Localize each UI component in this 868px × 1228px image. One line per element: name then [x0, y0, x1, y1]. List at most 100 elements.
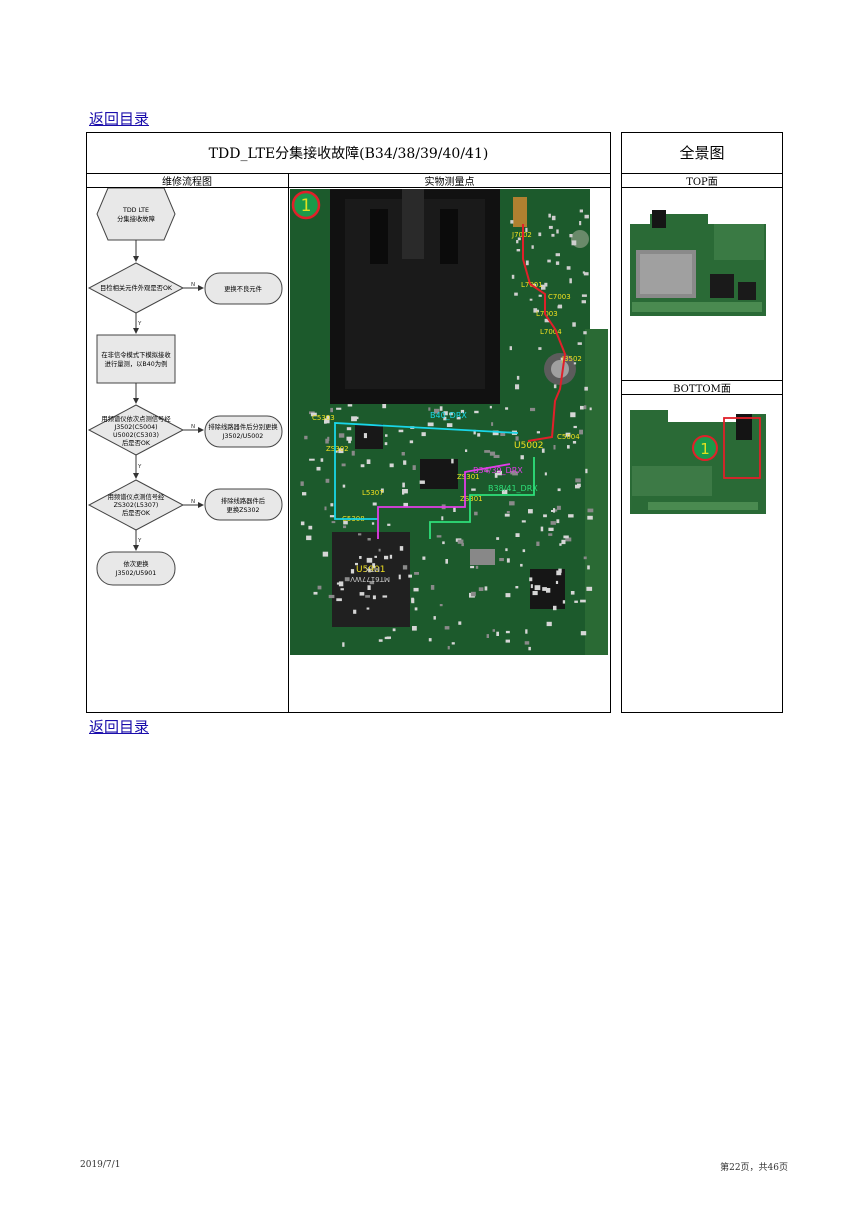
pcb-component [304, 435, 308, 440]
pcb-component [380, 488, 384, 493]
pcb-component [563, 535, 569, 539]
pcb-component [500, 432, 506, 436]
pcb-component [300, 521, 305, 526]
pcb-component [582, 271, 585, 274]
pcb-component [365, 595, 370, 598]
pcb-component [367, 538, 371, 541]
pcb-component [515, 384, 520, 390]
pcb-component [553, 384, 557, 389]
process-simulate-rx [96, 334, 176, 384]
d2-text-2: J3502(C5004) [113, 424, 157, 431]
pcb-component [399, 546, 404, 551]
pcb-component [522, 549, 526, 553]
pcb-component [567, 445, 570, 449]
pcb-component [368, 568, 371, 573]
pcb-component [348, 440, 351, 444]
pcb-component [530, 407, 536, 412]
pcb-component [566, 266, 571, 270]
pcb-component [338, 581, 344, 587]
label-y-1: Y [137, 321, 142, 327]
pcb-component [509, 346, 512, 351]
pcb-component [411, 598, 415, 604]
table-title: TDD_LTE分集接收故障(B34/38/39/40/41) [208, 145, 489, 162]
pcb-component [366, 607, 370, 610]
pcb-component [398, 574, 401, 580]
pcb-component [505, 639, 510, 643]
pcb-component [544, 472, 547, 476]
pcb-component [330, 503, 334, 507]
start-text-1: TDD LTE [122, 207, 149, 214]
pcb-component [561, 539, 566, 545]
pcb-component [326, 415, 330, 420]
pcb-component [338, 448, 344, 454]
pcb-component [340, 588, 344, 591]
pcb-component [579, 429, 583, 435]
pcb-component [309, 458, 315, 461]
pcb-component [484, 450, 491, 453]
label-c5004: C5004 [557, 433, 580, 441]
pcb-component [501, 489, 508, 494]
pcb-component [575, 484, 580, 489]
bottom-marker-icon [692, 435, 718, 461]
pcb-component [378, 548, 381, 552]
d1-no-text: 更换不良元件 [224, 284, 262, 293]
pcb-component [581, 300, 586, 304]
bottom-side-label: BOTTOM面 [673, 383, 731, 395]
trace-b34-path [377, 463, 511, 539]
pcb-component [401, 452, 405, 456]
pcb-component [460, 409, 465, 413]
pcb-component [306, 535, 312, 541]
pcb-component [543, 514, 547, 518]
p1-text-2: 进行量测，以B40为例 [105, 359, 168, 368]
start-hexagon [96, 188, 176, 241]
pcb-component [496, 537, 500, 540]
pcb-component [343, 520, 348, 525]
pcb-component [300, 481, 304, 486]
pcb-component [461, 542, 464, 547]
pcb-component [347, 404, 353, 407]
bottom-side-board-image: 1 [630, 410, 766, 514]
pcb-component [338, 433, 345, 438]
pcb-component [515, 533, 520, 537]
pcb-component [556, 570, 562, 576]
replace-j3502-u5002-terminal [204, 415, 283, 448]
back-to-toc-link-bottom[interactable]: 返回目录 [89, 718, 150, 736]
trace-b40-path [334, 422, 519, 520]
pcb-component [384, 555, 389, 560]
pcb-component [574, 600, 578, 603]
pcb-component [511, 274, 515, 279]
pcb-component [573, 425, 577, 429]
pcb-component [528, 509, 533, 514]
footer-page: 第22页，共46页 [720, 1163, 788, 1173]
pcb-component [389, 554, 393, 559]
pcb-component [439, 406, 443, 411]
pcb-component [531, 245, 534, 249]
pcb-component [529, 577, 533, 582]
pcb-component [524, 641, 530, 645]
pcb-component [557, 488, 561, 492]
pcb-component [443, 416, 447, 421]
pcb-component [336, 598, 342, 602]
d2-text-3: U5002(C5303) [113, 432, 159, 439]
pcb-component [556, 505, 561, 510]
d3-text-2: ZS302(L5307) [114, 502, 159, 509]
label-b38: B38/41_DRX [488, 484, 538, 493]
pcb-component [536, 541, 540, 546]
pcb-component [433, 616, 436, 620]
pcb-component [372, 563, 376, 569]
pcb-component [343, 525, 347, 529]
pcb-component [414, 572, 419, 575]
pcb-component [492, 629, 495, 632]
pcb-component [322, 551, 329, 557]
pcb-component [529, 298, 533, 301]
pcb-component [516, 375, 520, 380]
pcb-component [489, 405, 492, 409]
label-l5307: L5307 [362, 489, 384, 497]
pcb-component [587, 508, 594, 513]
pcb-component [489, 451, 496, 456]
label-l7003: L7003 [536, 310, 558, 318]
pcb-component [325, 478, 330, 483]
pcb-component [384, 442, 388, 446]
back-to-toc-link-top[interactable]: 返回目录 [89, 110, 150, 128]
label-n-3: N [191, 499, 195, 505]
